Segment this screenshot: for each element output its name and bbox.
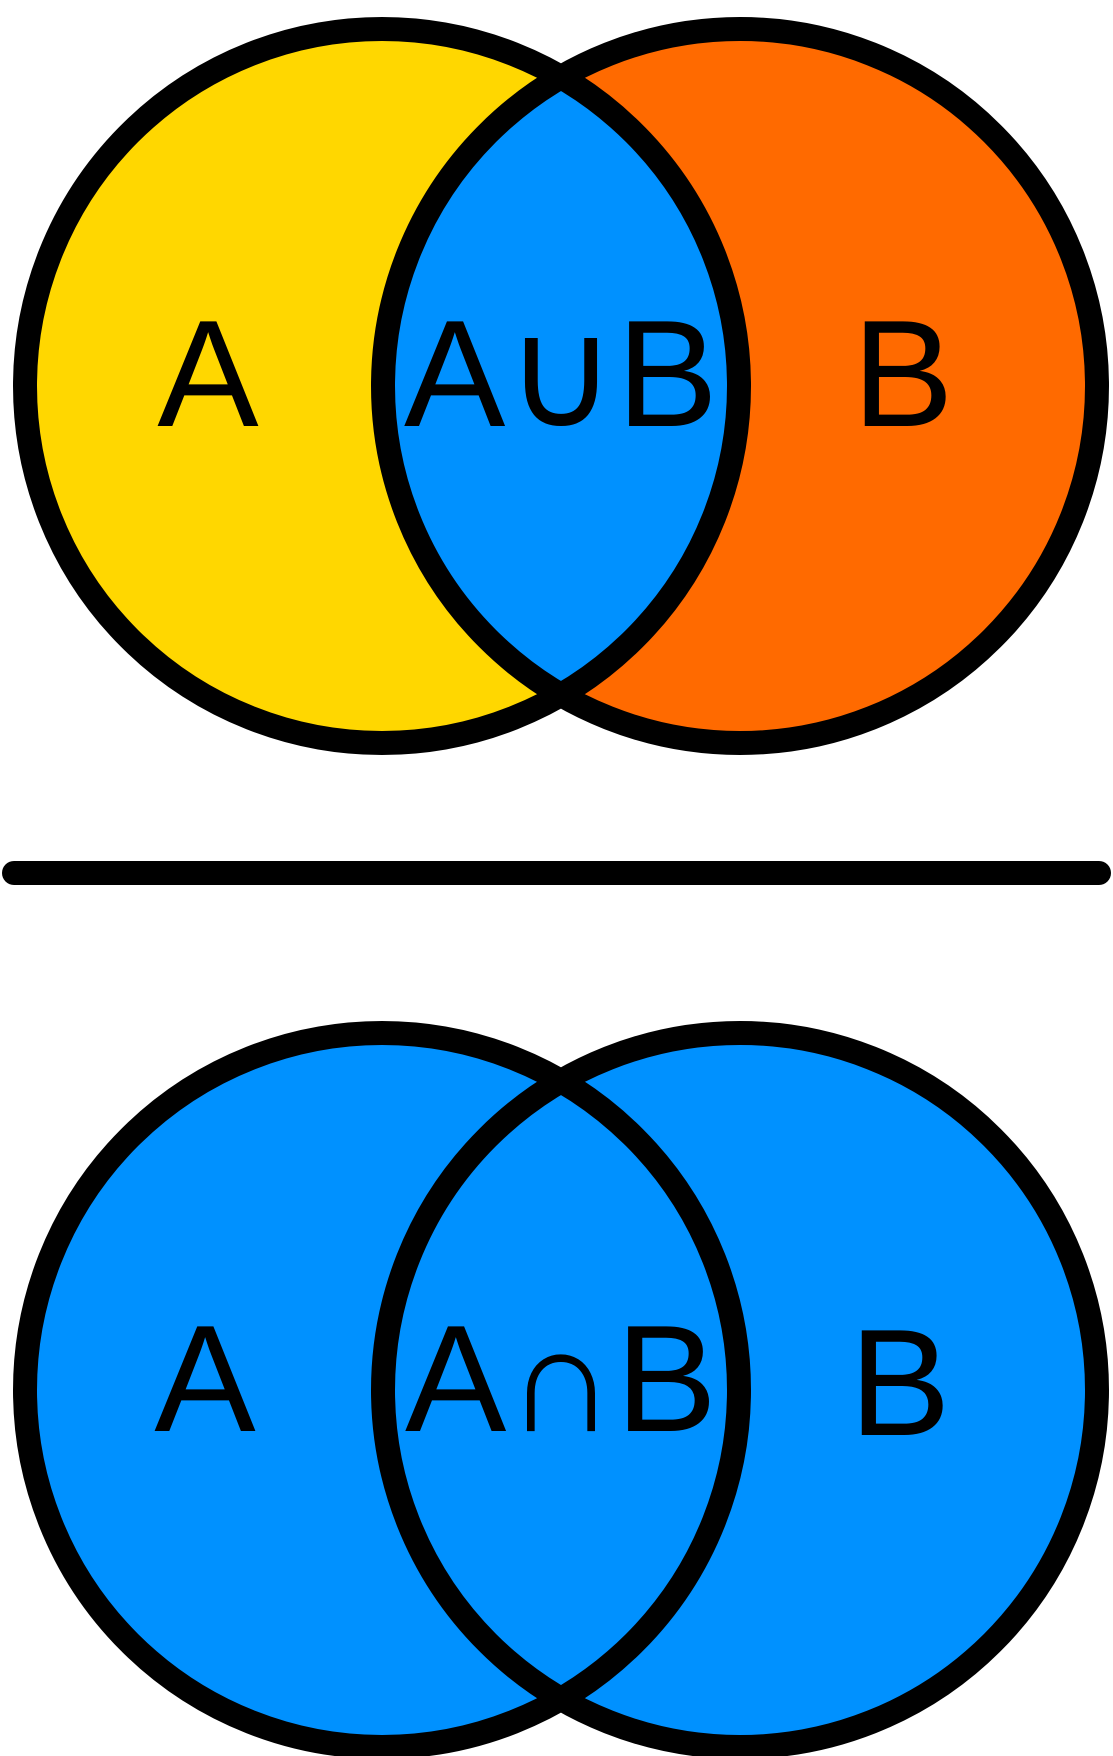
top-label-a: A — [157, 289, 259, 459]
top-label-union: A∪B — [404, 289, 718, 459]
top-venn-diagram: A A∪B B — [13, 17, 1109, 755]
bottom-intersection-fill — [383, 1033, 739, 1747]
bottom-set-a-outline — [13, 1021, 751, 1756]
top-set-a-outline — [13, 17, 751, 755]
bottom-set-b-outline — [371, 1021, 1109, 1756]
top-intersection-fill — [383, 29, 739, 743]
bottom-label-b: B — [849, 1298, 950, 1468]
top-label-b: B — [852, 289, 953, 459]
bottom-venn-diagram: A A∩B B — [13, 1021, 1109, 1756]
bottom-label-a: A — [154, 1294, 256, 1464]
top-set-b-outline — [371, 17, 1109, 755]
bottom-label-intersection: A∩B — [405, 1294, 717, 1464]
